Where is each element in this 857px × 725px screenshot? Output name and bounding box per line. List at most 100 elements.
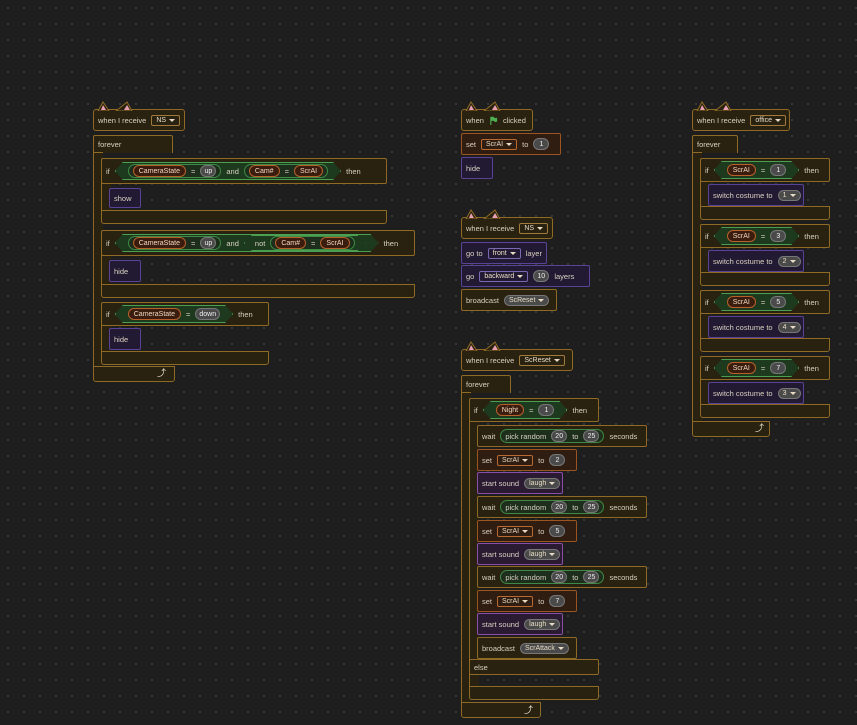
condition-operator[interactable]: CameraState = down [115,305,233,323]
wait-block[interactable]: wait pick random 20 to 25 seconds [477,425,647,447]
show-block[interactable]: show [109,188,141,208]
scrai-reporter[interactable]: ScrAI [294,165,323,177]
value-input[interactable]: up [200,237,216,249]
value-input[interactable]: 1 [770,164,786,176]
pick-random-operator[interactable]: pick random 20 to 25 [500,570,605,584]
variable-dropdown[interactable]: ScrAI [497,525,534,537]
set-variable-block[interactable]: set ScrAI to 2 [477,449,577,471]
value-input[interactable]: 3 [770,230,786,242]
variable-dropdown[interactable]: ScrAI [497,454,534,466]
value-input[interactable]: 2 [549,454,566,466]
broadcast-block[interactable]: broadcast ScrAttack [477,637,577,659]
message-dropdown[interactable]: NS [519,222,549,234]
start-sound-block[interactable]: start sound laugh [477,613,563,635]
costume-dropdown[interactable]: 2 [777,255,801,267]
scrai-reporter[interactable]: ScrAI [727,230,756,242]
random-min-input[interactable]: 20 [551,430,568,442]
script-receive-screset[interactable]: when I receive ScReset forever ⤴ if Nigh… [461,340,651,720]
value-input[interactable]: 5 [770,296,786,308]
message-dropdown[interactable]: ScReset [519,354,565,366]
condition-operator[interactable]: ScrAI = 1 [714,161,800,179]
when-receive-screset-hat[interactable]: when I receive ScReset [461,341,573,371]
message-dropdown[interactable]: NS [151,114,181,126]
costume-dropdown[interactable]: 4 [777,321,801,333]
broadcast-block[interactable]: broadcast ScReset [461,289,557,311]
broadcast-dropdown[interactable]: ScReset [503,294,550,306]
value-input[interactable]: 7 [770,362,786,374]
pick-random-operator[interactable]: pick random 20 to 25 [500,429,605,443]
scrai-reporter[interactable]: ScrAI [727,362,756,374]
forever-block[interactable]: forever [692,135,738,153]
condition-operator[interactable]: ScrAI = 5 [714,293,800,311]
direction-dropdown[interactable]: backward [479,270,529,282]
cam-reporter[interactable]: Cam# [249,165,280,177]
message-dropdown[interactable]: office [750,114,786,126]
cam-reporter[interactable]: Cam# [275,237,306,249]
hide-block[interactable]: hide [109,260,141,282]
equals-operator[interactable]: CameraState = up [128,236,222,250]
if-block-4[interactable]: if ScrAI = 7 then [700,356,830,380]
condition-operator[interactable]: Night = 1 [483,401,568,419]
wait-block[interactable]: wait pick random 20 to 25 seconds [477,496,647,518]
go-to-layer-block[interactable]: go to front layer [461,242,547,264]
switch-costume-block[interactable]: switch costume to 1 [708,184,804,206]
variable-dropdown[interactable]: ScrAI [497,595,534,607]
camera-state-reporter[interactable]: CameraState [128,308,181,320]
equals-operator[interactable]: Cam# = ScrAI [270,236,354,250]
random-min-input[interactable]: 20 [551,501,568,513]
sound-dropdown[interactable]: laugh [524,618,561,630]
if-block-3[interactable]: if CameraState = down then [101,302,269,326]
and-operator[interactable]: CameraState = up and not Cam# = ScrAI [115,234,379,252]
set-variable-block[interactable]: set ScrAI to 5 [477,520,577,542]
layers-input[interactable]: 10 [533,270,550,282]
value-input[interactable]: 1 [538,404,554,416]
value-input[interactable]: 1 [533,138,550,150]
scrai-reporter[interactable]: ScrAI [727,296,756,308]
layer-dropdown[interactable]: front [487,247,521,259]
go-layers-block[interactable]: go backward 10 layers [461,265,590,287]
not-operator[interactable]: not Cam# = ScrAI [244,235,366,251]
if-block-1[interactable]: if CameraState = up and Cam# = ScrAI the… [101,158,387,184]
equals-operator[interactable]: CameraState = up [128,164,222,178]
value-input[interactable]: up [200,165,216,177]
value-input[interactable]: 5 [549,525,566,537]
scrai-reporter[interactable]: ScrAI [727,164,756,176]
equals-operator[interactable]: Cam# = ScrAI [244,164,328,178]
camera-state-reporter[interactable]: CameraState [133,237,186,249]
costume-dropdown[interactable]: 3 [777,387,801,399]
start-sound-block[interactable]: start sound laugh [477,472,563,494]
value-input[interactable]: down [195,308,220,320]
wait-block[interactable]: wait pick random 20 to 25 seconds [477,566,647,588]
set-variable-block[interactable]: set ScrAI to 7 [477,590,577,612]
when-receive-ns-hat[interactable]: when I receive NS [93,101,185,131]
random-max-input[interactable]: 25 [583,430,600,442]
hide-block[interactable]: hide [109,328,141,350]
if-block-2[interactable]: if ScrAI = 3 then [700,224,830,248]
random-max-input[interactable]: 25 [583,501,600,513]
start-sound-block[interactable]: start sound laugh [477,543,563,565]
costume-dropdown[interactable]: 1 [777,189,801,201]
script-receive-office[interactable]: when I receive office forever ⤴ if ScrAI… [692,100,832,440]
pick-random-operator[interactable]: pick random 20 to 25 [500,500,605,514]
script-receive-ns-layers[interactable]: when I receive NS go to front layer go b… [461,208,593,314]
random-max-input[interactable]: 25 [583,571,600,583]
hide-block[interactable]: hide [461,157,493,179]
variable-dropdown[interactable]: ScrAI [481,138,518,150]
set-variable-block[interactable]: set ScrAI to 1 [461,133,561,155]
when-flag-clicked-hat[interactable]: when clicked [461,101,533,131]
forever-block[interactable]: forever [93,135,173,153]
forever-block[interactable]: forever [461,375,511,393]
when-receive-office-hat[interactable]: when I receive office [692,101,790,131]
and-operator[interactable]: CameraState = up and Cam# = ScrAI [115,162,341,180]
sound-dropdown[interactable]: laugh [524,477,561,489]
value-input[interactable]: 7 [549,595,566,607]
sound-dropdown[interactable]: laugh [524,548,561,560]
night-reporter[interactable]: Night [496,404,524,416]
condition-operator[interactable]: ScrAI = 7 [714,359,800,377]
if-else-block[interactable]: if Night = 1 then [469,398,599,422]
if-block-1[interactable]: if ScrAI = 1 then [700,158,830,182]
switch-costume-block[interactable]: switch costume to 2 [708,250,804,272]
scrai-reporter[interactable]: ScrAI [320,237,349,249]
switch-costume-block[interactable]: switch costume to 3 [708,382,804,404]
broadcast-dropdown[interactable]: ScrAttack [519,642,569,654]
